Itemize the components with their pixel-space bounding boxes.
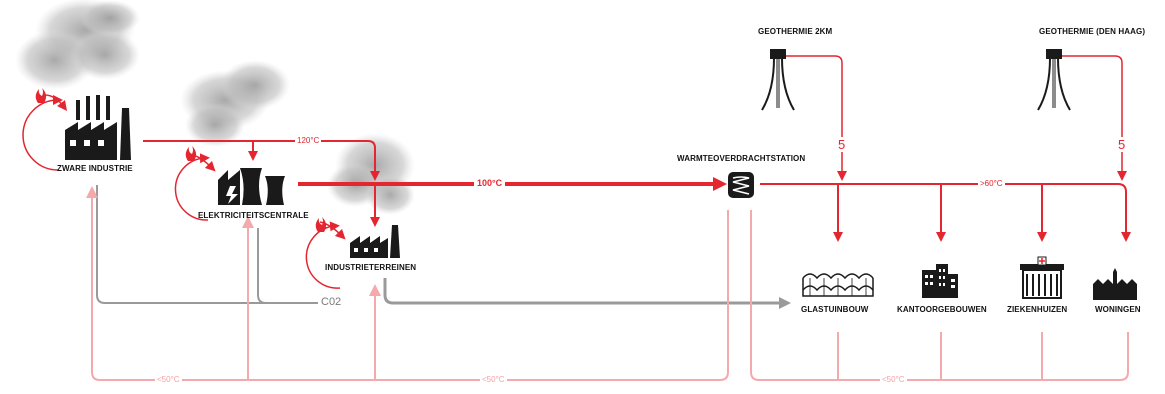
flow-temp-100: 100°C [474, 178, 506, 188]
power-plant-icon [218, 168, 285, 205]
greenhouse-icon [802, 273, 874, 297]
factory-heavy-industry-icon [65, 95, 131, 160]
smoke-heavy-industry [15, 0, 140, 90]
return-temp-mid: <50°C [480, 375, 507, 384]
smoke-power-plant [180, 60, 290, 147]
return-temp-right: <50°C [880, 375, 907, 384]
return-temp-left: <50°C [155, 375, 182, 384]
heat-loops [22, 94, 346, 289]
flow-temp-60: >60°C [978, 179, 1005, 188]
smoke-industrial-estates [327, 133, 415, 215]
factory-industrial-estates-icon [350, 225, 400, 258]
houses-icon [1093, 268, 1137, 300]
hospital-icon [1020, 256, 1064, 299]
flame-icon [35, 88, 327, 232]
hospitals-label: ZIEKENHUIZEN [1007, 305, 1068, 314]
supply-lines [143, 55, 1131, 242]
heat-exchange-station-label: WARMTEOVERDRACHTSTATION [677, 154, 806, 163]
geothermal-den-haag-label: GEOTHERMIE (DEN HAAG) [1039, 27, 1146, 36]
geothermal-2km-marker: 5 [838, 137, 846, 152]
co2-lines [96, 185, 791, 309]
homes-label: WONINGEN [1095, 305, 1141, 314]
geothermal-den-haag-marker: 5 [1118, 137, 1126, 152]
offices-label: KANTOORGEBOUWEN [897, 305, 987, 314]
power-plant-label: ELEKTRICITEITSCENTRALE [198, 211, 309, 220]
heat-exchanger-icon [728, 172, 754, 198]
geothermal-2km-label: GEOTHERMIE 2KM [758, 27, 833, 36]
co2-label: C02 [318, 296, 345, 308]
office-building-icon [922, 264, 958, 298]
industrial-estates-label: INDUSTRIETERREINEN [325, 263, 417, 272]
heavy-industry-label: ZWARE INDUSTRIE [57, 164, 133, 173]
return-lines [86, 186, 1129, 381]
greenhouses-label: GLASTUINBOUW [801, 305, 869, 314]
flow-temp-120: 120°C [295, 136, 322, 145]
geothermal-well-icon [761, 49, 1071, 111]
